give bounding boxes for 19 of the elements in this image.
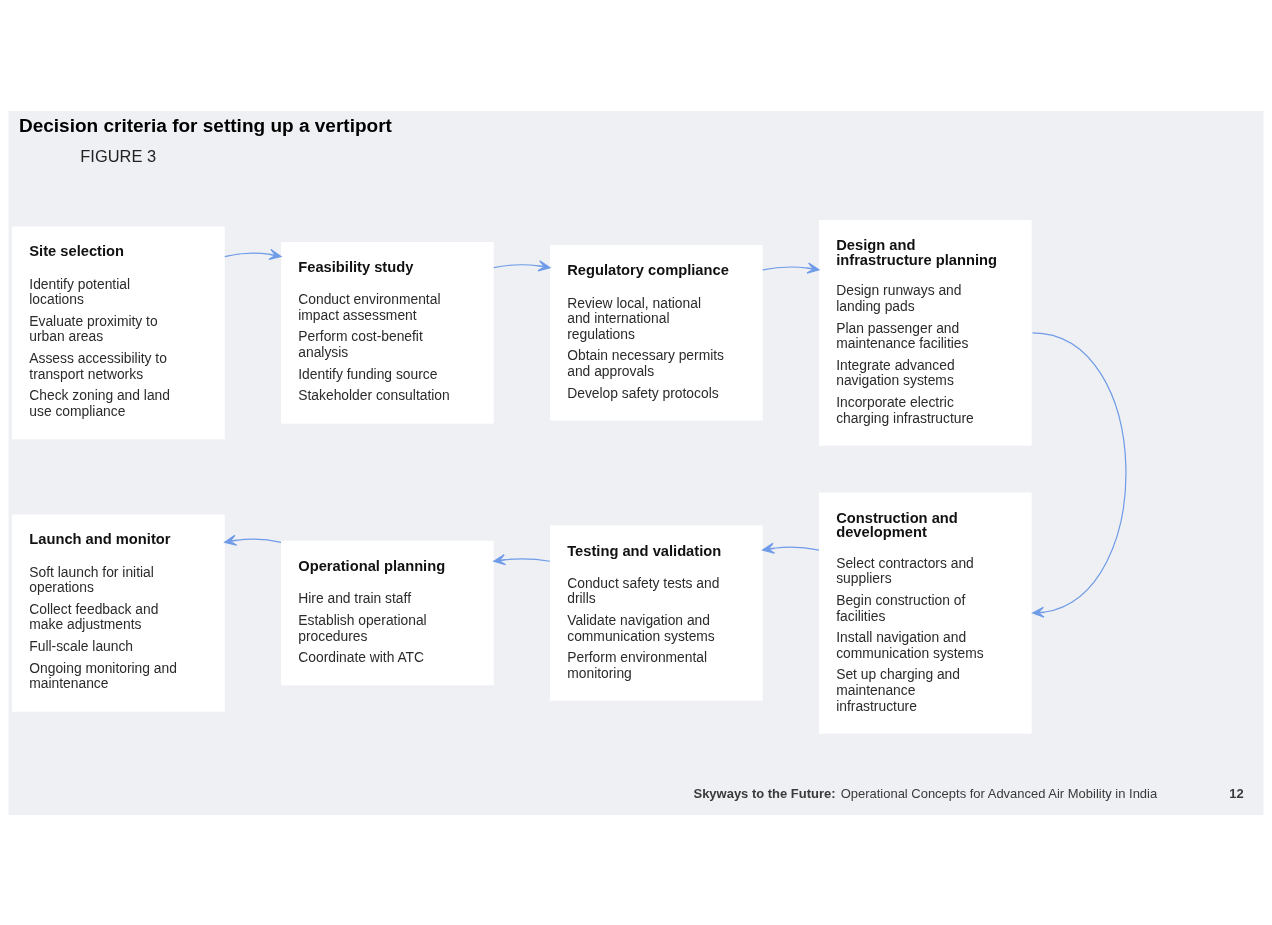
arrow <box>493 553 551 565</box>
arrow <box>762 261 820 274</box>
node-box: Regulatory compliance Review local, national and international regulations Obtain necessary permits and approvals Develop safety protocols <box>549 244 763 421</box>
node-box: Operational planning Hire and train staff Establish operational procedures Coordinate with ATC <box>280 540 494 685</box>
arrow <box>1031 331 1127 618</box>
arrow <box>493 259 551 271</box>
node-box: Design and infrastructure planning Design runways and landing pads Plan passenger and maintenance facilities Integrate advanced navigation systems Incorporate electric charging infrastructure <box>818 219 1032 446</box>
arrow <box>762 542 820 554</box>
label: 12 <box>1229 785 1244 801</box>
node-box: Feasibility study Conduct environmental impact assessment Perform cost-benefit analysis Identify funding source Stakeholder consultation <box>280 241 494 424</box>
label: FIGURE 3 <box>80 146 157 165</box>
diagram-title: Decision criteria for setting up a vertiport <box>18 114 392 136</box>
node-box: Site selection Identify potential locations Evaluate proximity to urban areas Assess accessibility to transport networks Check zoning and land use compliance <box>12 225 225 439</box>
arrow <box>224 534 282 546</box>
caption: Skyways to the Future: Operational Concepts for Advanced Air Mobility in India <box>693 785 1158 801</box>
node-box: Testing and validation Conduct safety tests and drills Validate navigation and communication systems Perform environmental monitoring <box>549 524 763 701</box>
arrow <box>224 248 282 260</box>
node-box: Construction and development Select contractors and suppliers Begin construction of facilities Install navigation and communication systems Set up charging and maintenance infrastructure <box>818 491 1032 734</box>
node-box: Launch and monitor Soft launch for initial operations Collect feedback and make adjustments Full-scale launch Ongoing monitoring and maintenance <box>12 513 225 712</box>
